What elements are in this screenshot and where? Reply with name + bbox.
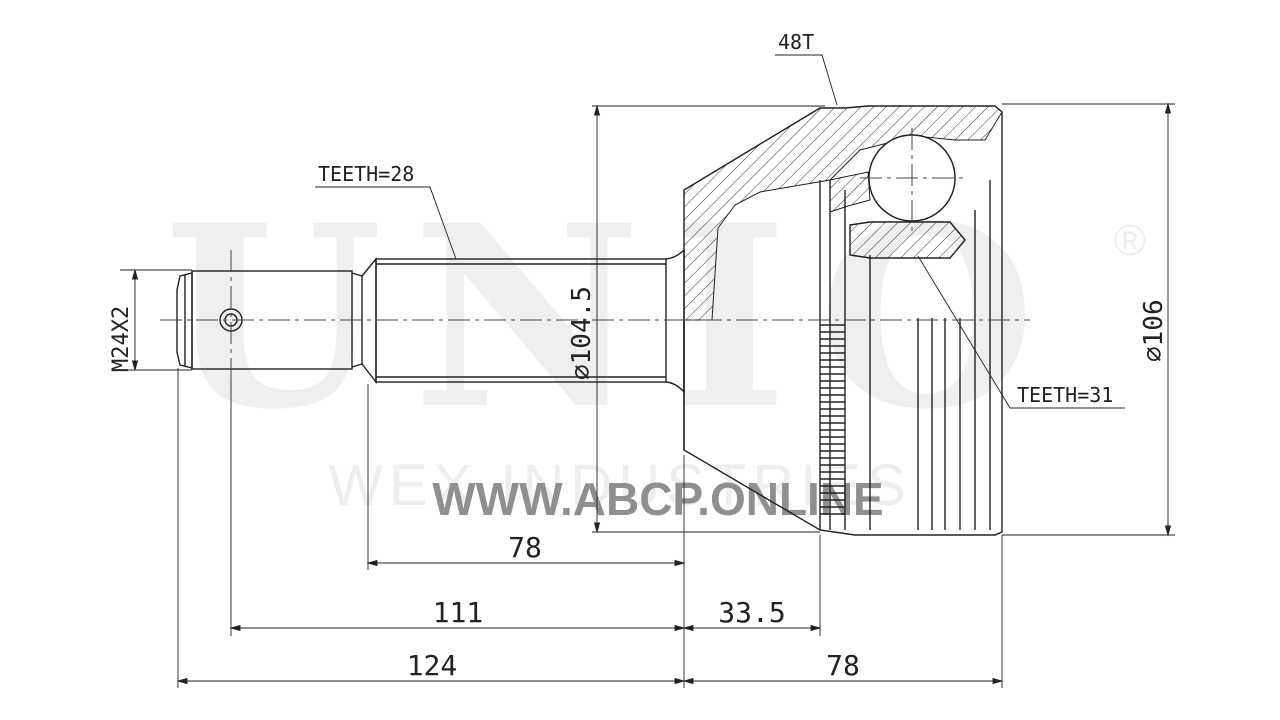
watermark-company: WEX INDUSTRIES: [328, 453, 912, 518]
dim-124: 124: [407, 649, 458, 682]
label-teeth-28: TEETH=28: [318, 162, 414, 186]
leader-teeth31: [917, 255, 1125, 409]
dim-78-upper: 78: [508, 531, 542, 564]
label-thread: M24X2: [109, 306, 134, 372]
annotations: 48T TEETH=28 TEETH=31 M24X2 ⌀104.5 ⌀106 …: [109, 30, 1169, 682]
hatched-sections: [683, 105, 1003, 321]
dim-111: 111: [433, 596, 484, 629]
leader-teeth28: [315, 186, 457, 260]
label-dia-104-5: ⌀104.5: [567, 286, 597, 380]
label-48t: 48T: [778, 30, 814, 54]
watermark-brand: UNIO: [164, 170, 1065, 464]
inner-race-section: [849, 221, 966, 259]
watermark-registered: ®: [1114, 216, 1146, 265]
watermark: UNIO ® WEX INDUSTRIES WWW.ABCP.ONLINE: [164, 170, 1146, 525]
housing-section: [683, 105, 1003, 321]
watermark-url: WWW.ABCP.ONLINE: [432, 473, 883, 525]
leader-48t: [775, 54, 838, 106]
label-teeth-31: TEETH=31: [1017, 383, 1113, 407]
abs-ring: [820, 324, 845, 515]
ring-section: [829, 171, 871, 213]
dim-78-lower: 78: [826, 649, 860, 682]
label-dia-106: ⌀106: [1139, 299, 1169, 362]
dim-33-5: 33.5: [718, 596, 785, 629]
dimension-lines: [120, 54, 1175, 688]
center-lines: [160, 128, 1030, 380]
